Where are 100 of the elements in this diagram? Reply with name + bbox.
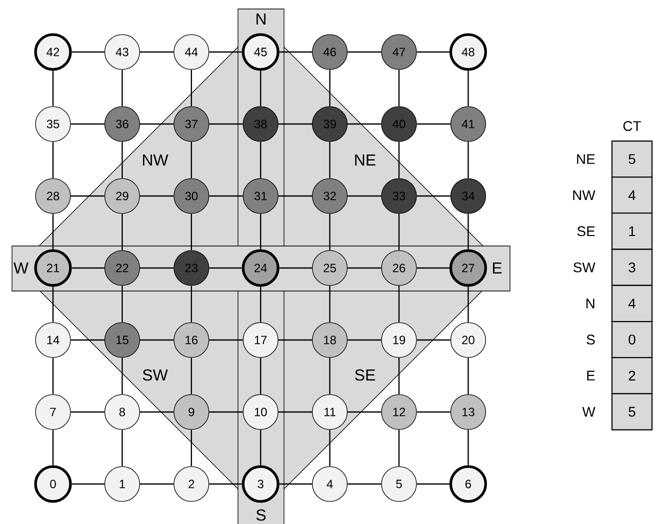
connector-line: [190, 70, 192, 106]
connector-line: [398, 430, 400, 466]
connector-line: [260, 214, 262, 250]
connector-line: [52, 430, 54, 466]
connector-line: [190, 142, 192, 178]
connector-line: [209, 195, 243, 197]
table-cell: 2: [611, 357, 653, 394]
connector-line: [260, 70, 262, 106]
connector-line: [398, 70, 400, 106]
connector-line: [468, 214, 469, 250]
connector-line: [209, 411, 243, 413]
connector-line: [209, 267, 242, 269]
connector-line: [70, 195, 104, 197]
row-label: NE: [577, 154, 595, 164]
connector-line: [70, 123, 104, 125]
row-label: SE: [577, 226, 595, 236]
connector-line: [52, 286, 54, 322]
connector-line: [209, 51, 242, 53]
connector-line: [348, 483, 382, 485]
table-cell: 1: [611, 212, 653, 250]
connector-line: [329, 430, 330, 466]
connector-line: [279, 483, 312, 485]
connector-line: [52, 358, 54, 394]
connector-line: [329, 286, 330, 322]
connector-line: [348, 51, 382, 53]
connector-line: [140, 195, 174, 197]
connector-line: [122, 142, 123, 178]
connector-line: [260, 430, 262, 466]
connector-line: [468, 286, 469, 322]
table-cell: 4: [611, 176, 653, 214]
region-label: NE: [355, 154, 376, 166]
connector-line: [329, 70, 330, 106]
connector-line: [260, 358, 262, 394]
connector-line: [278, 195, 312, 197]
connector-line: [140, 339, 174, 341]
table-cell: 4: [611, 284, 653, 322]
connector-line: [468, 358, 469, 394]
connector-line: [398, 142, 400, 178]
connector-line: [279, 51, 312, 53]
connector-line: [140, 267, 174, 269]
connector-line: [72, 483, 104, 485]
connector-line: [140, 123, 174, 125]
column-header: CT: [623, 121, 641, 131]
region-label: NW: [143, 154, 168, 166]
connector-line: [70, 339, 104, 341]
connector-line: [209, 483, 242, 485]
connector-line: [468, 142, 469, 178]
connector-line: [416, 483, 450, 485]
connector-line: [348, 195, 382, 197]
connector-line: [279, 267, 312, 269]
connector-line: [416, 267, 450, 269]
connector-line: [468, 430, 469, 466]
connector-line: [122, 358, 123, 394]
connector-line: [52, 142, 54, 178]
table-cell: 5: [611, 140, 653, 178]
connector-line: [52, 70, 54, 106]
connector-line: [140, 411, 174, 413]
connector-line: [260, 286, 262, 322]
row-label: N: [586, 298, 594, 308]
connector-line: [72, 267, 104, 269]
connector-line: [278, 123, 312, 125]
table-cell: 0: [611, 321, 653, 358]
row-label: S: [586, 334, 595, 345]
row-label: W: [582, 407, 596, 417]
region-label: SW: [142, 369, 168, 381]
connector-line: [190, 430, 192, 466]
connector-line: [416, 123, 450, 125]
connector-line: [348, 411, 382, 413]
table-cell: 3: [611, 248, 653, 286]
connector-line: [348, 123, 382, 125]
connector-line: [398, 214, 400, 250]
band-label: N: [256, 14, 266, 24]
connector-line: [209, 339, 243, 341]
connector-line: [140, 51, 174, 53]
connector-line: [260, 142, 262, 178]
connector-line: [468, 70, 469, 106]
connector-line: [122, 70, 123, 106]
connector-line: [416, 411, 450, 413]
connector-line: [140, 483, 174, 485]
connector-line: [52, 214, 54, 250]
row-label: SW: [573, 262, 596, 272]
connector-line: [122, 286, 123, 322]
table-cell: 5: [611, 393, 653, 430]
connector-line: [190, 214, 192, 250]
region-label: SE: [355, 369, 375, 381]
connector-line: [190, 358, 192, 394]
band-label: S: [256, 509, 266, 521]
connector-line: [398, 286, 400, 322]
connector-line: [416, 339, 450, 341]
connector-line: [278, 339, 312, 341]
connector-line: [190, 286, 192, 322]
row-label: E: [587, 370, 595, 380]
connector-line: [416, 51, 450, 53]
connector-line: [348, 339, 382, 341]
connector-line: [209, 123, 243, 125]
connector-line: [72, 51, 104, 53]
connector-line: [278, 411, 312, 413]
connector-line: [122, 430, 123, 466]
row-label: NW: [573, 190, 596, 200]
connector-line: [122, 214, 123, 250]
